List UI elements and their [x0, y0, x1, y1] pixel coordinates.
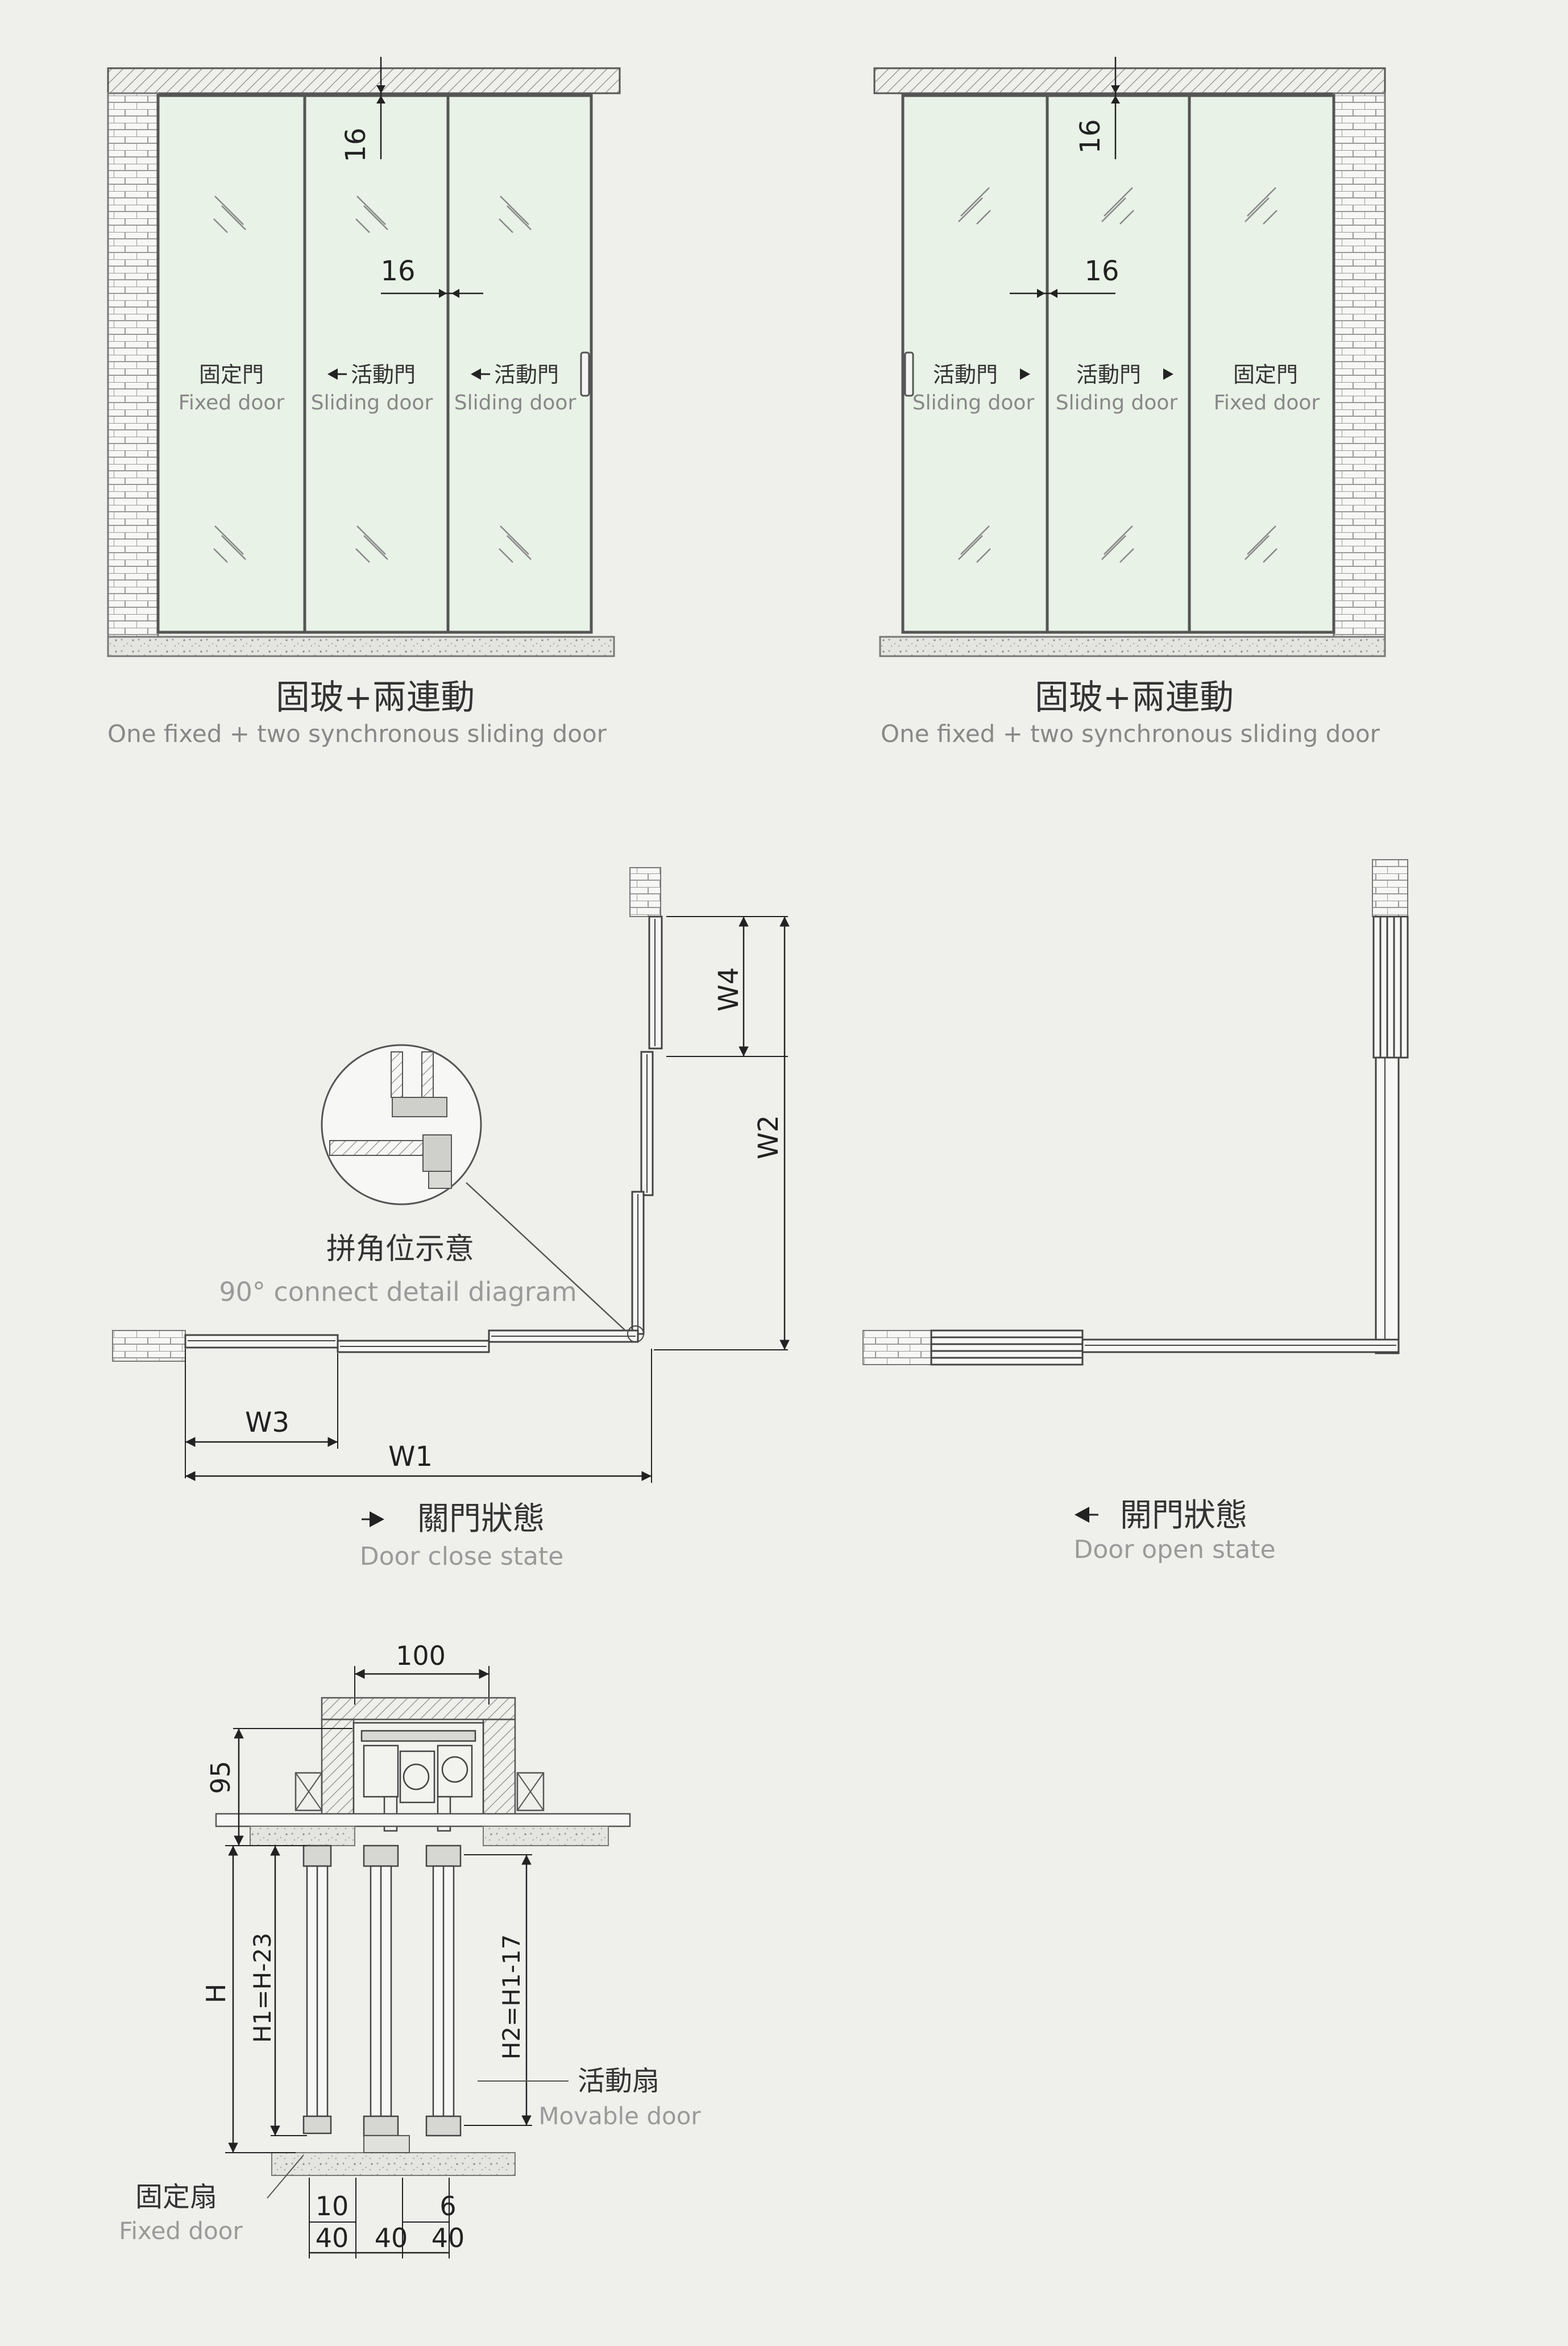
- glass-panels: [156, 93, 593, 634]
- ceiling-slab: [215, 1813, 631, 1827]
- ceiling-hatch: [321, 1697, 516, 1721]
- dimension-w1: W1: [185, 1349, 652, 1483]
- floor: [107, 636, 615, 657]
- panel-label-en: Sliding door: [912, 391, 1035, 415]
- elevation-right: 16 16 活動門 Sliding door 活動門 Sliding door …: [873, 57, 1386, 748]
- panel-label-zh: 活動門: [933, 362, 998, 387]
- dimension-label: 40: [316, 2223, 349, 2253]
- floor: [879, 636, 1386, 657]
- stacked-door-horizontal: [930, 1329, 1400, 1366]
- dimension-label: 95: [205, 1761, 236, 1794]
- panel-labels: 固定門 Fixed door 活動門 Sliding door 活動門 Slid…: [179, 362, 576, 415]
- corner-detail-bubble: [321, 1044, 626, 1331]
- movable-label-zh: 活動扇: [578, 2065, 659, 2097]
- panel-label-zh: 活動門: [494, 362, 559, 387]
- dimension-label: H1=H-23: [248, 1933, 276, 2043]
- caption-zh: 固玻+兩連動: [276, 678, 475, 718]
- dimension-label: 16: [1075, 119, 1106, 154]
- dimension-label: 6: [439, 2191, 456, 2221]
- panel-label-en: Sliding door: [311, 391, 433, 415]
- dimension-w3: W3: [185, 1349, 338, 1478]
- movable-label-en: Movable door: [538, 2102, 701, 2130]
- dimension-label: 10: [316, 2191, 349, 2221]
- door-leaf-sections: [302, 1845, 462, 2137]
- arrow-right-icon: [370, 1511, 384, 1527]
- dimension-label: 16: [340, 127, 372, 162]
- arrow-left-icon: [471, 368, 481, 380]
- floor: [271, 2152, 516, 2176]
- dimension-100: 100: [354, 1640, 490, 1705]
- brick-wall: [1372, 859, 1408, 917]
- stacked-door-vertical: [1372, 915, 1409, 1354]
- dimension-h: H: [201, 1845, 307, 2153]
- dimension-panel-gap: 16: [380, 255, 483, 298]
- dimension-top-gap: 16: [1075, 57, 1120, 159]
- brick-wall: [112, 1330, 186, 1362]
- dimension-label: 40: [432, 2223, 465, 2253]
- brick-wall: [107, 92, 159, 638]
- arrow-right-icon: [1163, 368, 1173, 380]
- horizontal-door-run: [184, 1325, 644, 1353]
- brick-wall: [862, 1330, 932, 1365]
- dimension-label: W4: [713, 967, 745, 1012]
- glass-panels: [901, 93, 1335, 634]
- dimension-label: 40: [375, 2223, 408, 2253]
- state-label-zh: 關門狀態: [417, 1501, 545, 1537]
- vertical-door-run: [631, 915, 663, 1335]
- door-handle: [580, 351, 590, 397]
- ceiling-hatch: [107, 67, 621, 94]
- dimension-h1: H1=H-23: [248, 1846, 307, 2136]
- fixed-label-zh: 固定扇: [135, 2181, 217, 2213]
- panel-label-en: Fixed door: [1214, 391, 1320, 415]
- dimension-panel-gap: 16: [1010, 255, 1119, 298]
- dimension-label: W1: [388, 1441, 433, 1473]
- panel-label-zh: 固定門: [199, 362, 264, 387]
- panel-label-en: Fixed door: [179, 391, 285, 415]
- glass-reflection-marks: [958, 187, 1277, 563]
- plan-closed: 拼角位示意 90° connect detail diagram W4 W2 W…: [112, 867, 790, 1571]
- plan-open: 開門狀態 Door open state: [862, 859, 1409, 1564]
- dimension-label: 100: [396, 1640, 446, 1671]
- panel-labels: 活動門 Sliding door 活動門 Sliding door 固定門 Fi…: [912, 362, 1320, 415]
- panel-label-zh: 活動門: [351, 362, 416, 387]
- top-track: [352, 1722, 484, 1832]
- dimension-h2: H2=H1-17: [464, 1854, 532, 2126]
- arrow-right-icon: [1020, 368, 1030, 380]
- fixed-label-en: Fixed door: [119, 2217, 243, 2245]
- glass-panel-sliding: [446, 94, 593, 634]
- panel-label-en: Sliding door: [1056, 391, 1178, 415]
- dimension-label: 16: [1084, 255, 1119, 287]
- glass-reflection-marks: [213, 196, 532, 563]
- dimension-label: W3: [245, 1407, 289, 1439]
- state-label-en: Door open state: [1073, 1535, 1275, 1564]
- detail-label-zh: 拼角位示意: [326, 1232, 474, 1266]
- brick-wall: [629, 867, 661, 917]
- brick-wall: [1333, 92, 1386, 638]
- arrow-left-icon: [327, 368, 338, 380]
- glass-panel-sliding: [303, 94, 450, 634]
- caption-en: One fixed + two synchronous sliding door: [107, 720, 607, 748]
- dimension-label: H: [201, 1984, 231, 2004]
- elevation-left: 16 16 固定門 Fixed door 活動門 Sliding door 活動…: [107, 57, 621, 748]
- dimension-label: 16: [380, 255, 415, 287]
- dimension-label: W2: [753, 1115, 785, 1159]
- dimension-w2: W2: [654, 917, 790, 1350]
- state-label-en: Door close state: [360, 1542, 564, 1571]
- arrow-left-icon: [1075, 1507, 1089, 1523]
- dimension-top-gap: 16: [340, 57, 385, 163]
- panel-label-en: Sliding door: [454, 391, 576, 415]
- ceiling-hatch: [873, 67, 1386, 94]
- panel-label-zh: 固定門: [1233, 362, 1298, 387]
- door-handle: [904, 351, 914, 397]
- dimension-w4: W4: [666, 916, 788, 1057]
- state-label-zh: 開門狀態: [1120, 1497, 1247, 1534]
- section-detail: 100 95: [119, 1640, 701, 2258]
- panel-label-zh: 活動門: [1076, 362, 1141, 387]
- caption-en: One fixed + two synchronous sliding door: [881, 720, 1380, 748]
- detail-label-en: 90° connect detail diagram: [219, 1276, 576, 1307]
- dimension-label: H2=H1-17: [497, 1934, 525, 2059]
- caption-zh: 固玻+兩連動: [1035, 678, 1234, 718]
- dimension-bottom: 10 6 40 40 40: [309, 2178, 464, 2258]
